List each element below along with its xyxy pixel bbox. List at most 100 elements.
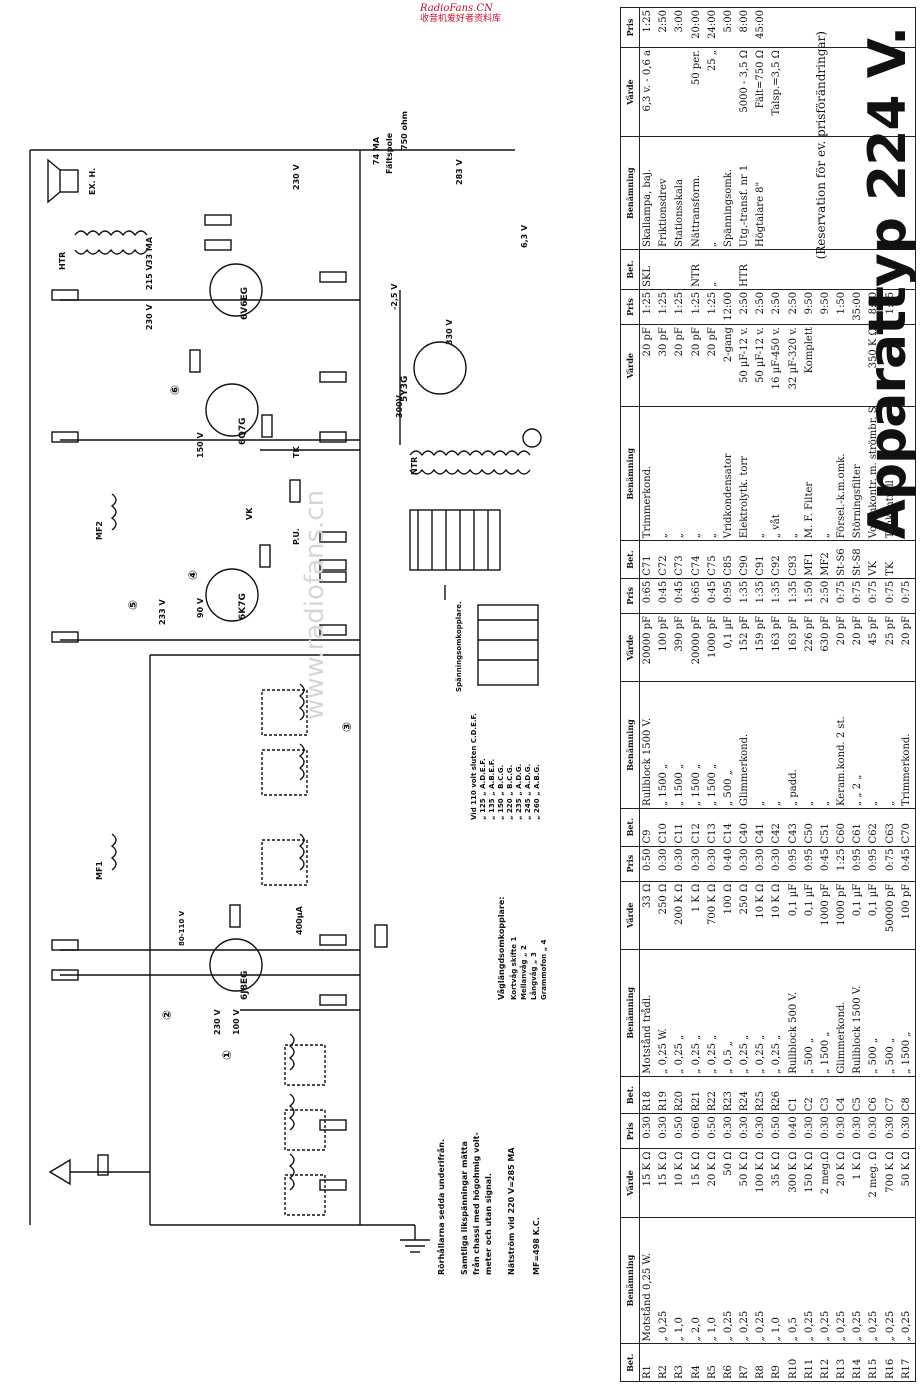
table-header-cell: Bet. <box>620 1343 640 1382</box>
table-cell: „ 1,0 <box>672 1217 689 1344</box>
label-v100: 100 V <box>232 1009 241 1035</box>
table-header-cell: Benämning <box>620 681 640 809</box>
table-cell: 1:25 <box>672 289 689 325</box>
label-v230d: 230 V <box>292 164 301 190</box>
table-cell: R20 <box>672 1076 689 1114</box>
table-cell: R23 <box>720 1076 738 1114</box>
table-cell: 5:00 <box>720 7 738 48</box>
tube-label-6q7g: 6Q7G <box>238 417 248 445</box>
table-cell: R6 <box>720 1343 738 1382</box>
table-cell: Elektrolytk. torr <box>737 406 754 541</box>
label-v230a: 230 V <box>213 1009 222 1035</box>
table-cell <box>720 249 738 290</box>
table-cell: „ 0,5 <box>785 1217 802 1344</box>
table-cell: C93 <box>785 540 802 579</box>
table-cell: 0:30 <box>656 1113 673 1149</box>
table-cell: 100 K Ω <box>753 1148 770 1218</box>
table-header-cell: Pris <box>620 1113 640 1149</box>
table-cell: „ 0,25 <box>753 1217 770 1344</box>
mains-switch-row: „ 150 „ B.C.G. <box>497 764 505 820</box>
table-cell: 2:50 <box>769 289 786 325</box>
label-v6_3: 6,3 V <box>520 224 529 248</box>
table-cell: „ 1500 „ <box>688 681 705 809</box>
table-cell: 24:00 <box>704 7 721 48</box>
label-v150: 150 V <box>196 432 205 458</box>
table-cell <box>769 136 786 250</box>
table-cell: 2:50 <box>753 289 770 325</box>
table-cell: 2:50 <box>737 289 754 325</box>
marker-4: ④ <box>186 569 200 580</box>
table-cell: 0:30 <box>753 846 770 882</box>
table-cell: Skallampa, baj. <box>639 136 657 250</box>
table-cell: 15 K Ω <box>656 1148 673 1218</box>
table-cell: R24 <box>737 1076 754 1114</box>
label-ua400: 400µA <box>295 906 304 935</box>
table-cell: 0:65 <box>639 578 657 614</box>
table-cell: „ <box>769 681 786 809</box>
table-cell: „ 0,25 „ <box>769 949 786 1077</box>
table-cell: „ 0,25 „ <box>672 949 689 1077</box>
table-cell: C42 <box>769 808 786 847</box>
table-cell: 10 K Ω <box>769 881 786 950</box>
table-cell: 0:40 <box>785 1113 802 1149</box>
table-cell: „ <box>688 406 705 541</box>
table-cell: 1:25 <box>639 7 657 48</box>
table-cell: 15 K Ω <box>639 1148 657 1218</box>
tube-5y3g-symbol <box>413 341 467 395</box>
table-cell: C90 <box>737 540 754 579</box>
table-cell: 20 pF <box>688 324 705 407</box>
table-cell: Rullblock 500 V. <box>785 949 802 1077</box>
table-cell: 0:45 <box>704 578 721 614</box>
table-cell: „ 0,25 <box>656 1217 673 1344</box>
table-header-cell: Benämning <box>620 136 640 250</box>
tube-6q7g-symbol <box>205 383 259 437</box>
note-current: Nätström vid 220 V=285 MA <box>507 1147 516 1275</box>
table-cell: R1 <box>639 1343 657 1382</box>
table-cell: R22 <box>704 1076 721 1114</box>
table-cell: SKL <box>639 249 657 290</box>
table-cell: 50 K Ω <box>737 1148 754 1218</box>
mains-switch-row: „ 235 „ A.D.G. <box>515 763 523 820</box>
range-switch-band: Mellanvåg „ 2 <box>520 945 528 1000</box>
table-cell: 20 pF <box>672 324 689 407</box>
reservation-text: (Reservation för ev. prisförändringar) <box>814 31 828 260</box>
mains-switch-title: Spänningsomkopplare. <box>455 601 463 692</box>
table-cell: Vridkondensator <box>720 406 738 541</box>
table-cell: 0:50 <box>639 846 657 882</box>
table-cell: 30 pF <box>656 324 673 407</box>
mains-switch-row: „ 135 „ A.B.E.F. <box>488 758 496 820</box>
table-cell: 1:25 <box>704 289 721 325</box>
table-cell: Nättransform. <box>688 136 705 250</box>
mains-switch-row: „ 220 „ B.C.G. <box>506 764 514 820</box>
table-cell: R8 <box>753 1343 770 1382</box>
table-cell: 163 pF <box>785 613 802 682</box>
table-cell: Talsp.=3,5 Ω <box>769 47 786 137</box>
table-cell: 0,1 µF <box>720 613 738 682</box>
table-cell: R7 <box>737 1343 754 1382</box>
label-ohm750: 750 ohm <box>400 110 409 150</box>
table-cell: Friktionsdrev <box>656 136 673 250</box>
table-cell: 20 pF <box>639 324 657 407</box>
mains-switch-row: „ 245 „ A.D.G. <box>524 763 532 820</box>
table-cell: R21 <box>688 1076 705 1114</box>
table-cell <box>753 249 770 290</box>
table-cell: 0:30 <box>769 846 786 882</box>
table-cell: 50 Ω <box>720 1148 738 1218</box>
table-cell: 16 µF-450 v. <box>769 324 786 407</box>
table-cell: 2:50 <box>785 289 802 325</box>
table-cell <box>785 47 802 137</box>
table-cell <box>785 7 802 48</box>
table-cell: „ 1500 „ <box>656 681 673 809</box>
table-cell: „ <box>672 406 689 541</box>
tube-label-6j8eg: 6J8EG <box>240 970 250 1000</box>
label-v80: 80-110 V <box>178 910 186 946</box>
tube-6v6eg-symbol <box>209 263 263 317</box>
table-cell: Rullblock 1500 V. <box>639 681 657 809</box>
table-cell: „ 1500 „ <box>672 681 689 809</box>
table-header-cell: Värde <box>620 47 640 137</box>
table-header-cell: Bet. <box>620 808 640 847</box>
table-cell: C75 <box>704 540 721 579</box>
table-cell: „ 0,25 „ <box>704 949 721 1077</box>
